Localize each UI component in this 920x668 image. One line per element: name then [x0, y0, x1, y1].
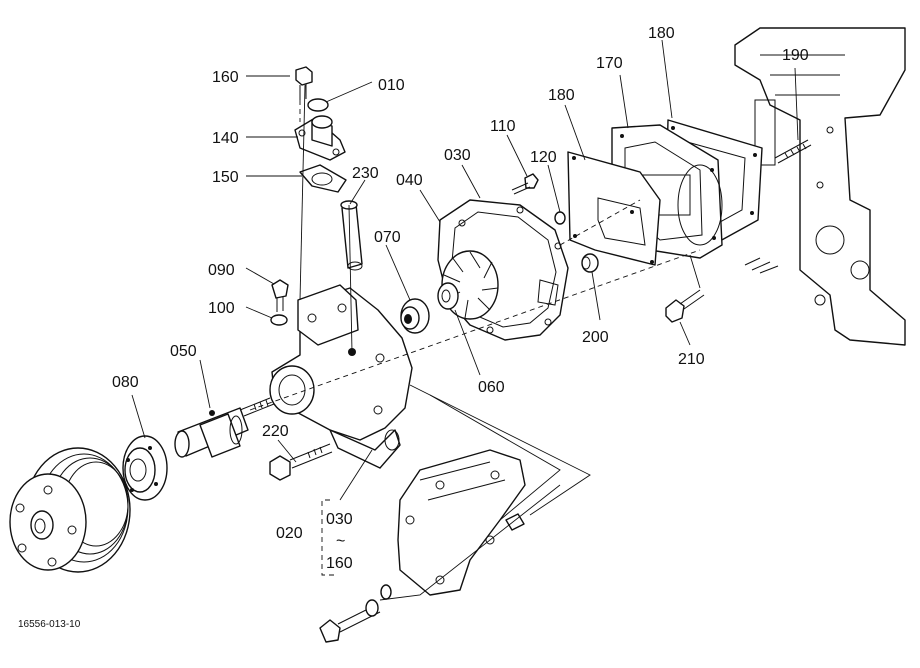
bearing-050	[174, 397, 275, 458]
callout-050: 050	[170, 343, 197, 360]
callout-080: 080	[112, 374, 139, 391]
callout-160-top: 160	[212, 69, 239, 86]
drawing-number: 16556-013-10	[18, 619, 81, 630]
callout-200: 200	[582, 329, 609, 346]
callout-070: 070	[374, 229, 401, 246]
bolt-210	[665, 289, 705, 323]
callout-100: 100	[208, 300, 235, 317]
flange-080	[122, 435, 168, 501]
bolt-090	[271, 279, 289, 312]
bolt-120	[554, 211, 566, 225]
callout-020: 020	[276, 525, 303, 542]
callout-190: 190	[782, 47, 809, 64]
stud-190	[774, 139, 812, 164]
impeller-060	[437, 250, 499, 320]
callout-220: 220	[262, 423, 289, 440]
bolt-110	[511, 173, 539, 195]
pipe-230	[340, 200, 363, 271]
gasket-150	[299, 164, 347, 193]
engine-block	[734, 27, 906, 346]
callout-140: 140	[212, 130, 239, 147]
callout-090: 090	[208, 262, 235, 279]
callout-120: 120	[530, 149, 557, 166]
callout-180-right: 180	[648, 25, 675, 42]
washer-100	[270, 314, 288, 326]
assembly-lines	[249, 84, 701, 601]
callout-060: 060	[478, 379, 505, 396]
gasket-180-left	[567, 151, 661, 266]
bracket	[397, 449, 526, 596]
callout-030-top: 030	[444, 147, 471, 164]
callout-180-left: 180	[548, 87, 575, 104]
pump-body-020	[269, 284, 413, 469]
callout-230: 230	[352, 165, 379, 182]
lower-bolt	[319, 584, 392, 643]
thermostat-cover-140	[294, 115, 346, 161]
bolt-160	[295, 66, 313, 100]
callout-150: 150	[212, 169, 239, 186]
plug-200	[581, 253, 599, 273]
callout-030-range: 030	[326, 511, 353, 528]
callout-040: 040	[396, 172, 423, 189]
callout-170: 170	[596, 55, 623, 72]
callout-160-range: 160	[326, 555, 353, 572]
seal-070	[400, 298, 430, 334]
callout-110: 110	[490, 118, 516, 135]
bolt-220	[269, 443, 333, 481]
callout-010: 010	[378, 77, 405, 94]
callout-range-tilde: ~	[336, 533, 345, 550]
o-ring-010	[307, 98, 329, 112]
fan-pulley	[9, 447, 131, 573]
leader-lines	[131, 39, 799, 576]
callout-210: 210	[678, 351, 705, 368]
callout-labels: 160 010 140 150 230 090 100 050 080 070 …	[112, 25, 809, 572]
